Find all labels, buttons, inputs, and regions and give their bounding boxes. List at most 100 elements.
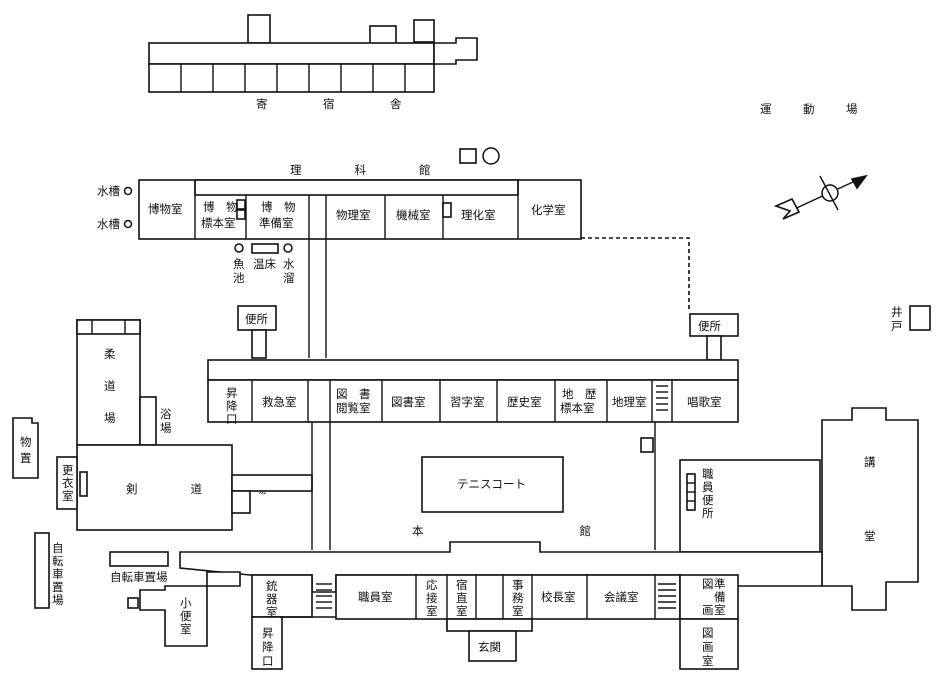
auditorium-label-2: 堂 [864,529,876,543]
changing-label-3: 室 [62,489,74,503]
compass-arrow-icon [773,174,868,220]
bath-label-1: 浴 [160,407,172,421]
staff-toilet-label-4: 所 [702,506,714,520]
reading-room-label-1: 図 書 [336,387,371,401]
kendo-hall: 剣 道 場 更 衣 室 [56,444,313,531]
staff-toilet-label-1: 職 [702,467,714,481]
bike-parking: 自 転 車 置 場 自転車置場 [34,532,169,609]
rika-room-label: 理化室 [461,208,496,222]
stairs [316,583,676,609]
physics-room-label: 物理室 [336,208,371,222]
geo-history-room-label-1: 地 歴 [562,387,597,401]
changing-label-2: 衣 [62,476,74,490]
machine-room-label: 機械室 [396,208,431,222]
night-duty-label-3: 室 [456,604,468,618]
art-prep-label-1: 図 [702,577,714,591]
lift-label-2-1: 昇 [262,626,274,640]
staff-toilet-label-2: 員 [702,480,714,494]
bike-parking-label-4: 置 [52,580,64,594]
urinal-label-1: 小 [180,596,192,610]
prep-room-label-2: 準備室 [259,216,294,230]
toilet-left: 便所 [237,305,277,359]
history-room-label: 歴史室 [507,395,542,409]
middle-building: 中 館 昇 降 口 救急室 図 書 閲覧室 図書室 習字室 歴史室 地 歴 標本… [207,359,739,426]
dormitory: 寄 宿 舎 [148,14,478,111]
fish-pond-label-2: 池 [233,271,245,285]
main-building: 本 館 銃 器 室 昇 降 [179,524,823,670]
principal-room-label: 校長室 [541,590,576,604]
well [909,305,931,331]
specimen-room-label-2: 標本室 [201,216,236,230]
art-prep-label-4: 画 [702,603,714,617]
art-prep-label-2: 準 [714,577,726,591]
lift-label-1-1: 昇 [226,386,238,400]
fish-pond-label-1: 魚 [233,257,245,271]
urinal-label-2: 便 [180,609,192,623]
bike-lot-label: 自転車置場 [110,570,168,584]
staff-toilet: 職 員 便 所 [679,459,821,553]
reading-room-label-2: 閲覧室 [336,401,371,415]
urinal-room: 小 便 室 [127,571,241,647]
changing-label-1: 更 [62,463,74,477]
science-building: 理 科 館 水槽 水槽 博物室 博 物 標本室 博 物 準備室 物理室 機械室 … [97,147,582,285]
bike-parking-label-3: 車 [52,567,64,581]
art-prep-label-3: 備 [714,590,726,604]
calligraphy-room-label: 習字室 [450,395,485,409]
small-room [640,437,654,453]
office-label-3: 室 [512,604,524,618]
prep-room-label-1: 博 物 [261,200,296,214]
storage: 物 置 [12,417,39,479]
bike-parking-label-2: 転 [52,554,64,568]
armory-label-2: 器 [266,592,278,606]
storage-label-2: 置 [20,451,32,465]
water-reservoir-label-1: 水 [283,257,295,271]
storage-label-1: 物 [20,435,32,449]
library-room-label: 図書室 [391,395,426,409]
office-label-1: 事 [512,578,524,592]
armory-label-1: 銃 [266,579,278,593]
chemistry-room-label: 化学室 [531,203,566,217]
meeting-room-label: 会議室 [604,590,639,604]
lift-label-2-2: 降 [262,640,274,654]
art-room-label-2: 画 [702,640,714,654]
well-label-2: 戸 [891,319,903,333]
art-room-label-3: 室 [702,654,714,668]
night-duty-label-2: 直 [456,591,468,605]
night-duty-label-1: 宿 [456,578,468,592]
art-room-label-1: 図 [702,626,714,640]
dashed-path [581,237,690,312]
museum-room-label: 博物室 [148,202,183,216]
armory-label-3: 室 [266,605,278,619]
well-label-1: 井 [891,305,903,319]
judo-label-1: 柔 [104,347,116,361]
specimen-room-label-1: 博 物 [203,200,238,214]
reception-label-2: 接 [426,591,438,605]
toilet-right-label: 便所 [698,319,721,333]
urinal-label-3: 室 [180,622,192,636]
judo-label-3: 場 [104,411,116,425]
bike-parking-label-1: 自 [52,541,64,555]
toilet-right: 便所 [689,313,739,361]
judo-label-2: 道 [104,379,116,393]
lift-label-1-3: 口 [226,412,238,426]
water-tank-label-1: 水槽 [97,184,120,198]
staff-room-label: 職員室 [358,590,393,604]
stairs [656,385,668,411]
hotbed-label: 温床 [253,257,276,271]
staff-toilet-label-3: 便 [702,493,714,507]
geo-history-room-label-2: 標本室 [560,401,595,415]
toilet-left-label: 便所 [245,312,268,326]
first-aid-room-label: 救急室 [262,395,297,409]
dormitory-label: 寄 宿 舎 [256,97,424,111]
auditorium-label-1: 講 [864,455,876,469]
art-prep-label-5: 室 [714,603,726,617]
auditorium: 講 堂 [821,407,919,611]
office-label-2: 務 [512,591,524,605]
judo-hall: 柔 道 場 浴 場 [76,319,172,446]
water-tank-label-2: 水槽 [97,217,120,231]
reception-label-1: 応 [426,578,438,592]
water-reservoir-label-2: 溜 [283,271,295,285]
singing-room-label: 唱歌室 [687,395,722,409]
science-building-label: 理 科 館 [290,163,441,177]
geography-room-label: 地理室 [612,395,647,409]
